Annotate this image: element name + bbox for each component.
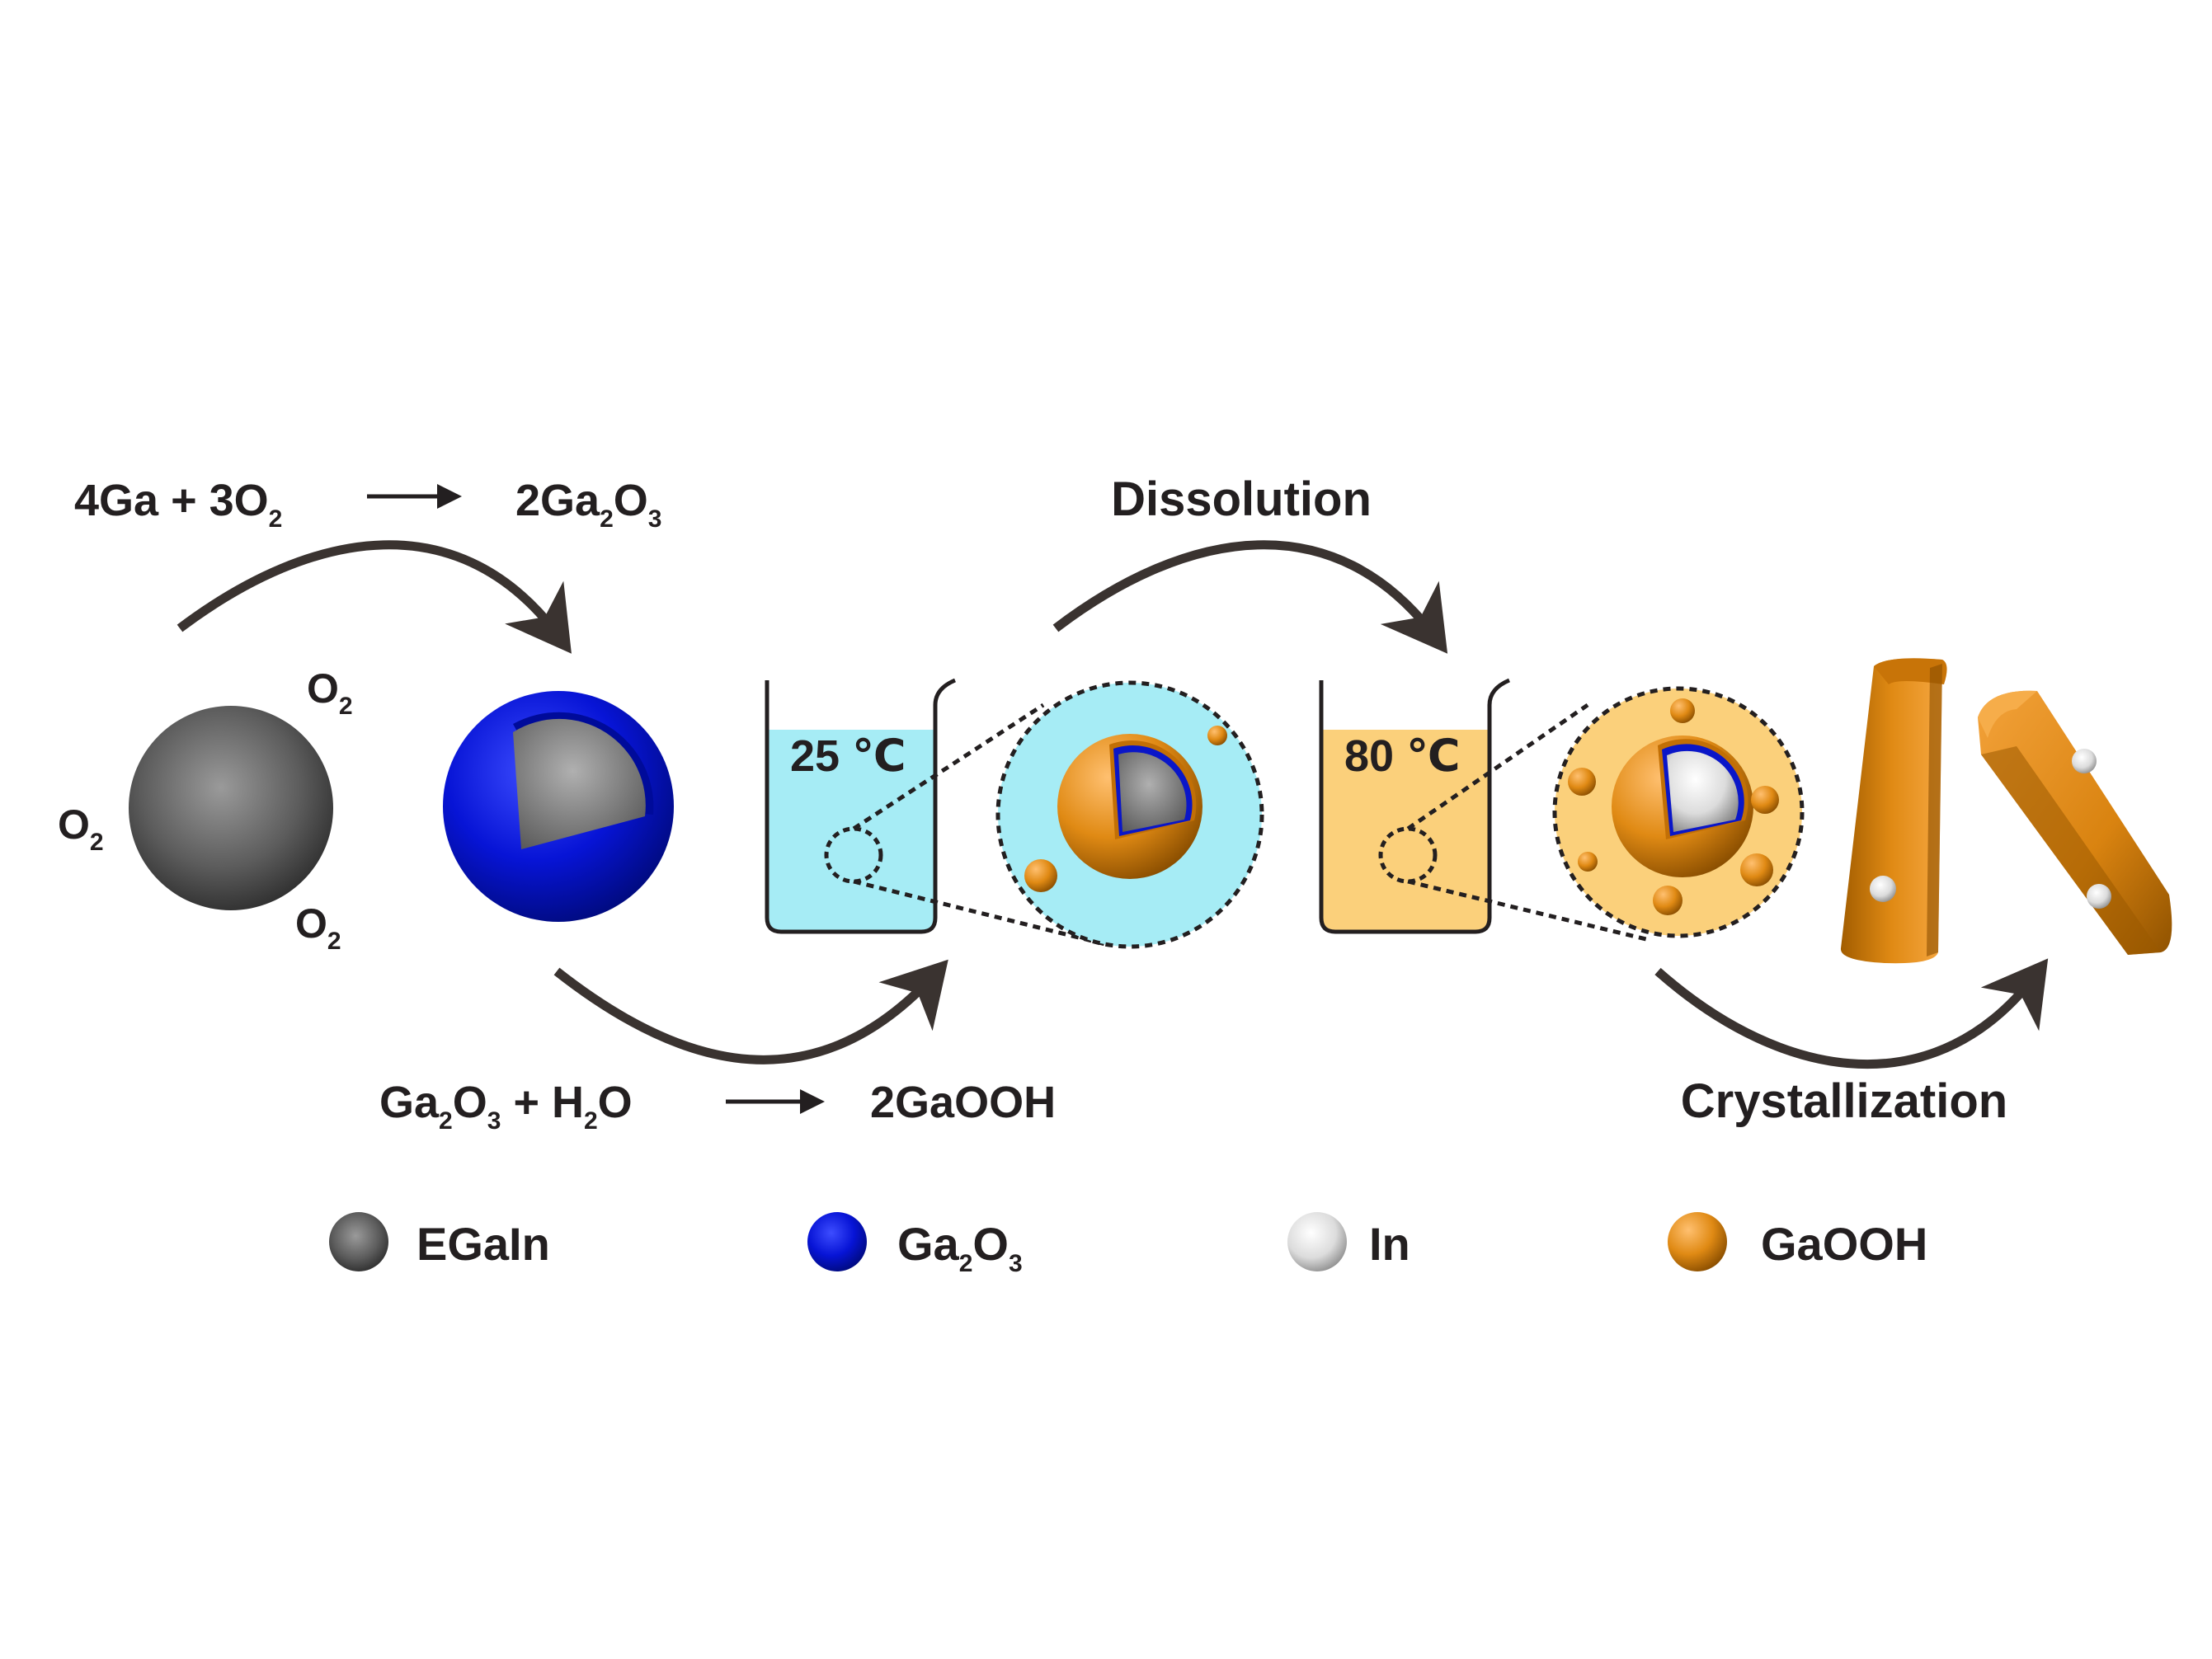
legend-item-egain: EGaIn [329,1212,550,1271]
oxidation-equation: 4Ga + 3O2 2Ga2O3 [74,476,661,533]
legend-item-gaooh: GaOOH [1668,1212,1927,1271]
gaooh-plate-tilted [1978,690,2172,955]
oxidation-rhs-sub2: 3 [648,505,662,533]
legend-item-in: In [1287,1212,1410,1271]
legend-swatch-egain [329,1212,388,1271]
zoom-view-25c [995,680,1264,949]
oxidation-lhs: 4Ga + 3O [74,476,269,525]
oxygen-label-bottom: O2 [295,900,341,955]
oxidation-lhs-sub: 2 [269,505,283,533]
temperature-label-25: 25 ℃ [790,731,906,781]
oxidation-arrow [176,540,572,654]
gaooh-plate-upright [1840,658,1947,964]
crystallization-label: Crystallization [1681,1074,2007,1128]
zoom-line-1-bottom [853,879,1106,947]
zoom-line-1-top [852,703,1045,831]
hydration-arrow [553,959,948,1064]
zoom-view-80c [1552,686,1805,938]
oxidation-rhs: 2Ga [515,476,600,525]
legend-label-egain: EGaIn [417,1218,550,1270]
oxidation-rhs-o: O [614,476,648,525]
temperature-label-80: 80 ℃ [1344,731,1460,781]
legend-swatch-in [1287,1212,1347,1271]
legend-label-gaooh: GaOOH [1761,1218,1927,1270]
zoom-line-2-bottom [1407,879,1650,942]
legend-swatch-ga2o3 [807,1212,867,1271]
svg-text:Ga2O3 + H2O: Ga2O3 + H2O [379,1078,633,1135]
svg-text:2Ga2O3: 2Ga2O3 [515,476,661,533]
oxidation-rhs-sub1: 2 [600,505,614,533]
legend-swatch-gaooh [1668,1212,1727,1271]
dissolution-label: Dissolution [1111,472,1372,526]
hydration-rhs: 2GaOOH [870,1078,1056,1127]
oxygen-label-top: O2 [307,665,353,720]
beaker-25c: 25 ℃ [765,678,957,934]
crystallization-arrow [1654,958,2049,1069]
legend-item-ga2o3: Ga2O3 [807,1212,1023,1277]
ga2o3-coated-droplet [443,691,674,922]
oxygen-label-left: O2 [58,801,104,856]
dissolution-arrow [1052,540,1448,654]
hydration-equation: Ga2O3 + H2O 2GaOOH [379,1078,1056,1135]
egain-droplet [129,706,333,910]
legend-label-ga2o3: Ga2O3 [897,1218,1023,1277]
beaker-80c: 80 ℃ [1319,678,1511,934]
zoom-line-2-top [1406,703,1589,831]
svg-text:4Ga + 3O2: 4Ga + 3O2 [74,476,282,533]
legend-label-in: In [1369,1218,1410,1270]
hydration-lhs: Ga [379,1078,440,1127]
legend: EGaIn Ga2O3 In GaOOH [329,1212,1927,1277]
